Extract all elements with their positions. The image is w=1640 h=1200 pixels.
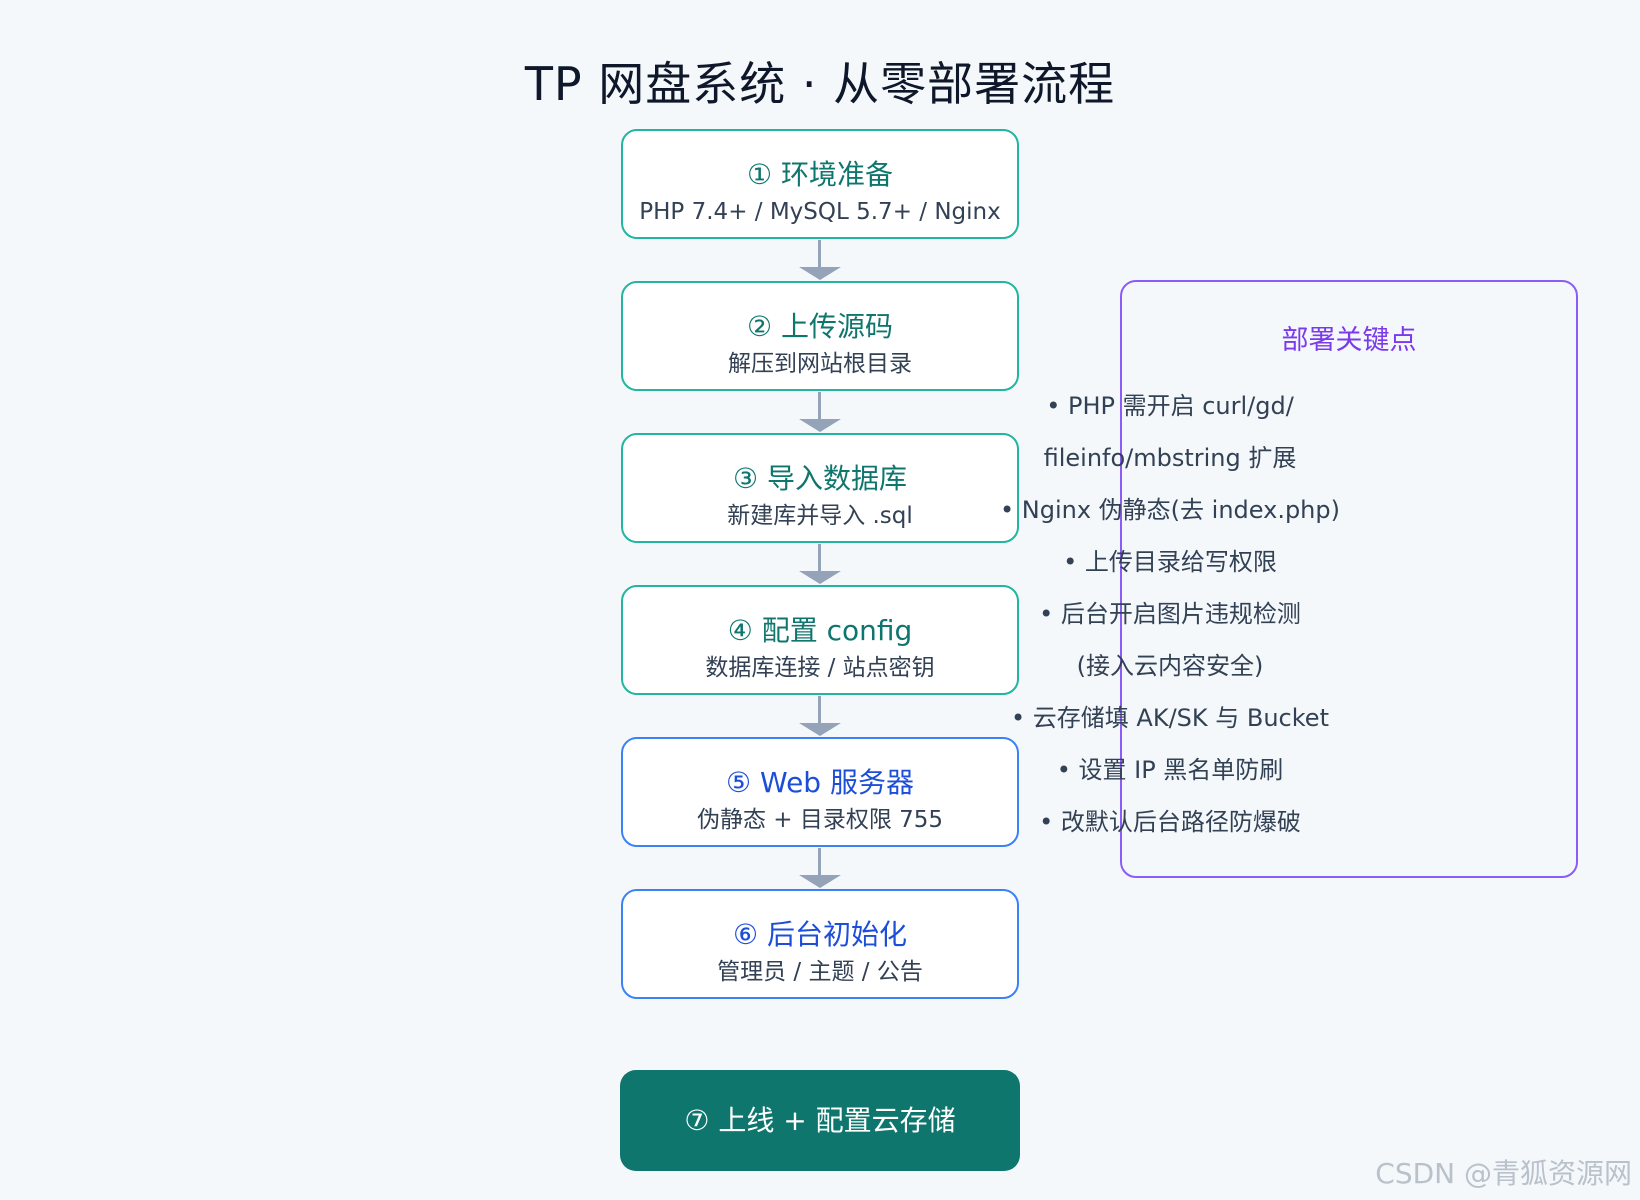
arrow-2-3 bbox=[799, 419, 841, 432]
key-point-item: fileinfo/mbstring 扩展 bbox=[1043, 444, 1297, 472]
step-import-database: ③ 导入数据库 新建库并导入 .sql bbox=[621, 433, 1019, 543]
step-subtitle: 伪静态 + 目录权限 755 bbox=[696, 807, 944, 833]
connector-4-5 bbox=[818, 696, 821, 723]
step-title: ⑥ 后台初始化 bbox=[732, 918, 907, 951]
arrow-1-2 bbox=[799, 267, 841, 280]
step-title: ④ 配置 config bbox=[727, 614, 913, 647]
arrow-5-6 bbox=[799, 875, 841, 888]
watermark: CSDN @青狐资源网 bbox=[1375, 1157, 1632, 1190]
step-go-live: ⑦ 上线 + 配置云存储 bbox=[620, 1070, 1020, 1171]
connector-1-2 bbox=[818, 240, 821, 267]
step-title: ③ 导入数据库 bbox=[732, 462, 907, 495]
step-title: ⑤ Web 服务器 bbox=[726, 766, 914, 799]
key-point-item: • 云存储填 AK/SK 与 Bucket bbox=[1011, 704, 1329, 732]
key-points-title: 部署关键点 bbox=[1281, 325, 1417, 356]
step-subtitle: 新建库并导入 .sql bbox=[727, 503, 913, 529]
step-web-server: ⑤ Web 服务器 伪静态 + 目录权限 755 bbox=[621, 737, 1019, 847]
key-point-item: • 后台开启图片违规检测 bbox=[1039, 600, 1301, 628]
step-title: ② 上传源码 bbox=[746, 310, 893, 343]
step-subtitle: 数据库连接 / 站点密钥 bbox=[705, 655, 935, 681]
key-point-item: • 上传目录给写权限 bbox=[1063, 548, 1277, 576]
connector-2-3 bbox=[818, 392, 821, 419]
step-environment: ① 环境准备 PHP 7.4+ / MySQL 5.7+ / Nginx bbox=[621, 129, 1019, 239]
step-admin-init: ⑥ 后台初始化 管理员 / 主题 / 公告 bbox=[621, 889, 1019, 999]
step-upload-source: ② 上传源码 解压到网站根目录 bbox=[621, 281, 1019, 391]
step-subtitle: 解压到网站根目录 bbox=[728, 351, 912, 377]
connector-3-4 bbox=[818, 544, 821, 571]
arrow-3-4 bbox=[799, 571, 841, 584]
diagram-title: TP 网盘系统 · 从零部署流程 bbox=[524, 57, 1116, 111]
arrow-4-5 bbox=[799, 723, 841, 736]
step-title: ① 环境准备 bbox=[746, 158, 893, 191]
key-point-item: • 改默认后台路径防爆破 bbox=[1039, 808, 1301, 836]
key-points-panel bbox=[1120, 280, 1578, 878]
connector-5-6 bbox=[818, 848, 821, 875]
key-point-item: • 设置 IP 黑名单防刷 bbox=[1056, 756, 1284, 784]
step-subtitle: PHP 7.4+ / MySQL 5.7+ / Nginx bbox=[639, 199, 1001, 225]
key-point-item: • PHP 需开启 curl/gd/ bbox=[1046, 392, 1294, 420]
key-point-item: (接入云内容安全) bbox=[1076, 652, 1264, 680]
key-point-item: • Nginx 伪静态(去 index.php) bbox=[999, 496, 1340, 524]
step-subtitle: 管理员 / 主题 / 公告 bbox=[717, 959, 923, 985]
step-config: ④ 配置 config 数据库连接 / 站点密钥 bbox=[621, 585, 1019, 695]
